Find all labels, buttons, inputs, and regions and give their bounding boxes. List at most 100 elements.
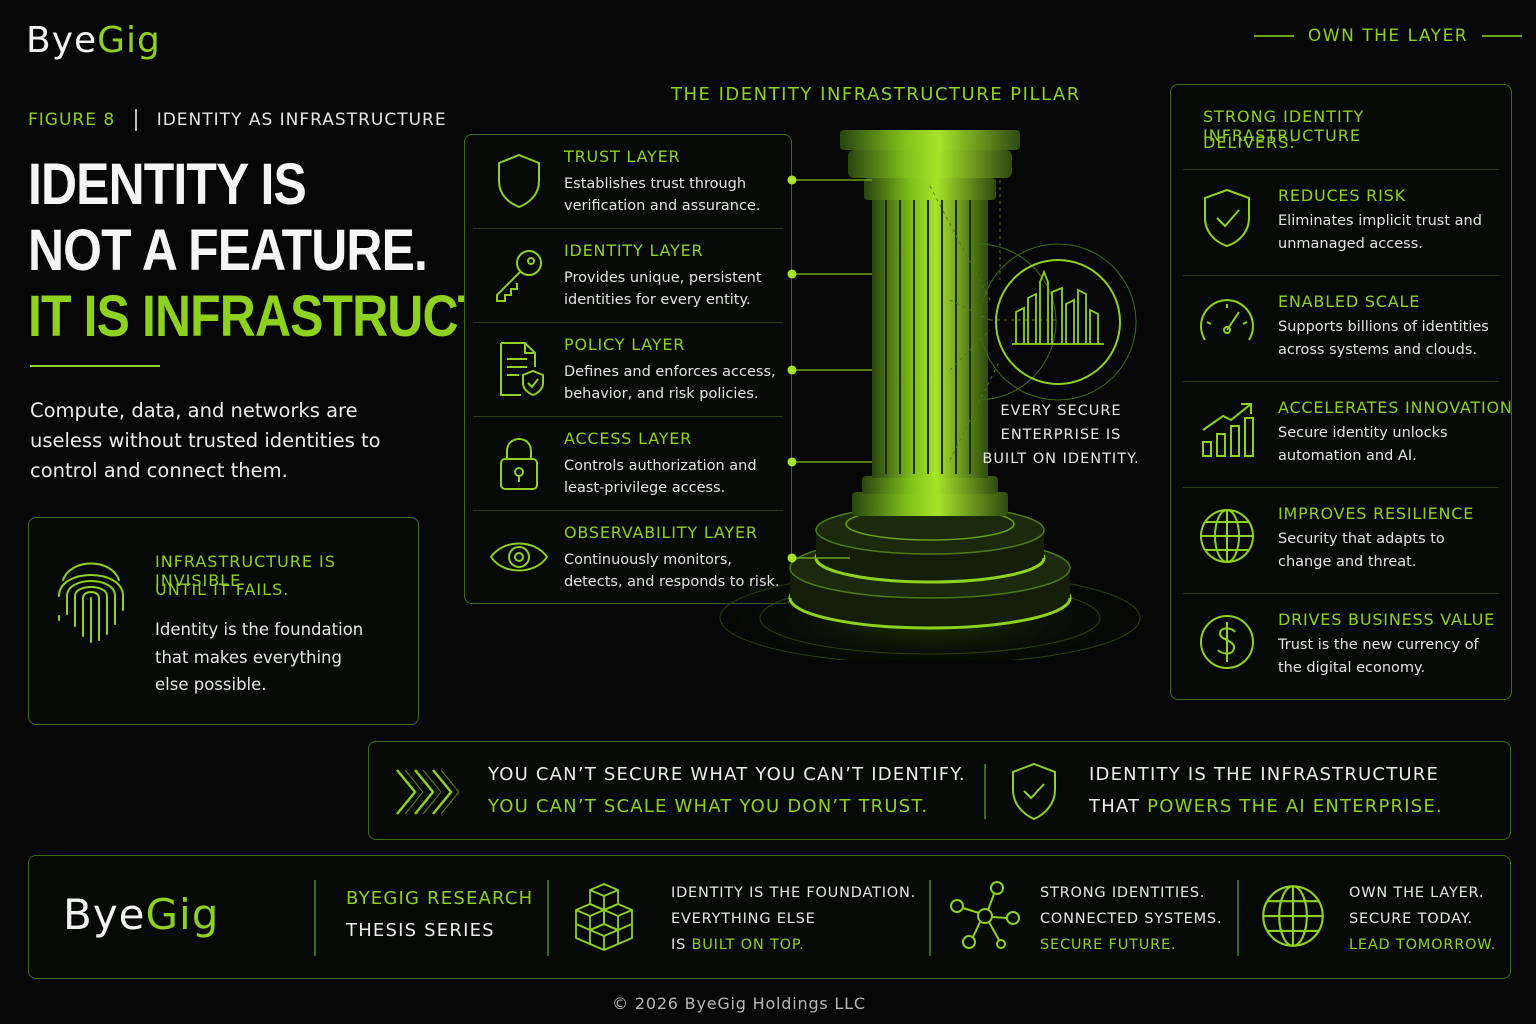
benefits-title-line1: STRONG IDENTITY INFRASTRUCTURE [1203,107,1365,145]
layer-desc: Provides unique, persistent identities f… [564,270,762,308]
benefit-enabled-scale: ENABLED SCALE Supports billions of ident… [1183,275,1499,381]
banner-right-accent: POWERS THE AI ENTERPRISE. [1147,796,1443,817]
layer-trust: TRUST LAYER Establishes trust through ve… [473,135,783,229]
caption-line3: BUILT ON IDENTITY. [982,451,1140,467]
footer-col1-line3: IS BUILT ON TOP. [671,932,916,958]
logo-accent-text: Gig [97,20,161,61]
layer-observability: OBSERVABILITY LAYER Continuously monitor… [473,511,783,605]
dollar-icon [1195,610,1259,674]
growth-chart-icon [1195,398,1259,462]
chevrons-icon [393,764,465,820]
benefit-title: ACCELERATES INNOVATION [1278,398,1513,417]
callout-title-line1: INFRASTRUCTURE IS INVISIBLE [155,552,336,590]
figure-number: FIGURE 8 [28,110,116,130]
headline-line1: IDENTITY IS [28,152,307,217]
footer-col1-line2: EVERYTHING ELSE [671,911,816,927]
footer-col3-line2: SECURE TODAY. [1349,911,1473,927]
copyright: © 2026 ByeGig Holdings LLC [612,994,866,1013]
gauge-icon [1195,292,1259,356]
pillar-illustration [700,120,1160,660]
caption-line2: ENTERPRISE IS [1000,427,1122,443]
banner-panel: YOU CAN’T SECURE WHAT YOU CAN’T IDENTIFY… [368,741,1511,840]
footer-col1: IDENTITY IS THE FOUNDATION. EVERYTHING E… [671,880,916,958]
eye-icon [487,525,551,589]
globe-icon [1259,882,1327,950]
brand-logo: ByeGig [26,20,161,61]
footer-col3-line1: OWN THE LAYER. [1349,885,1485,901]
banner-left-line2: YOU CAN’T SCALE WHAT YOU DON’T TRUST. [488,796,929,817]
footer-col2-line3: SECURE FUTURE. [1040,937,1177,953]
layer-title: ACCESS LAYER [564,429,693,448]
callout-body: Identity is the foundation that makes ev… [155,620,364,694]
benefit-title: IMPROVES RESILIENCE [1278,504,1475,523]
footer-col3: OWN THE LAYER. SECURE TODAY. LEAD TOMORR… [1349,880,1496,958]
benefit-desc: Secure identity unlocks automation and A… [1278,425,1448,464]
footer-col1-accent: BUILT ON TOP. [691,937,805,953]
benefit-desc: Eliminates implicit trust and unmanaged … [1278,213,1482,252]
footer-logo-accent: Gig [145,890,220,939]
callout-panel: INFRASTRUCTURE IS INVISIBLE UNTIL IT FAI… [28,517,419,725]
banner-right-line1: IDENTITY IS THE INFRASTRUCTURE [1089,764,1440,785]
key-icon [487,243,551,307]
benefit-title: REDUCES RISK [1278,186,1406,205]
banner-right-line2: THAT POWERS THE AI ENTERPRISE. [1089,796,1443,817]
layer-identity: IDENTITY LAYER Provides unique, persiste… [473,229,783,323]
series-line2: THESIS SERIES [346,920,495,941]
benefits-title-line2: DELIVERS: [1203,133,1296,152]
policy-document-icon [487,337,551,401]
footer-logo: ByeGig [63,890,219,939]
layer-title: TRUST LAYER [564,147,681,166]
tagline-text: OWN THE LAYER [1307,26,1469,46]
layer-desc: Controls authorization and least-privile… [564,458,757,496]
shield-check-icon [1195,186,1259,250]
figure-label: FIGURE 8 IDENTITY AS INFRASTRUCTURE [28,108,447,132]
benefit-title: DRIVES BUSINESS VALUE [1278,610,1496,629]
footer-col2-line2: CONNECTED SYSTEMS. [1040,911,1223,927]
caption-line1: EVERY SECURE [1000,403,1122,419]
blocks-icon [572,880,636,954]
shield-check-icon [1007,762,1061,822]
footer-panel: ByeGig BYEGIG RESEARCH THESIS SERIES IDE… [28,855,1511,979]
benefit-desc: Supports billions of identities across s… [1278,319,1489,358]
benefits-panel: STRONG IDENTITY INFRASTRUCTURE DELIVERS:… [1170,84,1512,700]
network-icon [947,878,1023,954]
layer-access: ACCESS LAYER Controls authorization and … [473,417,783,511]
lede-text: Compute, data, and networks are useless … [30,399,381,482]
city-icon [978,242,1138,402]
pillar-title: THE IDENTITY INFRASTRUCTURE PILLAR [671,84,1081,105]
benefit-title: ENABLED SCALE [1278,292,1421,311]
lock-icon [487,431,551,495]
benefit-desc: Trust is the new currency of the digital… [1278,637,1479,676]
layer-title: OBSERVABILITY LAYER [564,523,758,542]
figure-title: IDENTITY AS INFRASTRUCTURE [156,110,447,130]
footer-logo-main: Bye [63,890,146,939]
benefit-desc: Security that adapts to change and threa… [1278,531,1445,570]
globe-icon [1195,504,1259,568]
layers-panel: TRUST LAYER Establishes trust through ve… [464,134,792,604]
layer-title: POLICY LAYER [564,335,686,354]
benefit-accelerates-innovation: ACCELERATES INNOVATION Secure identity u… [1183,381,1512,487]
layer-desc: Continuously monitors, detects, and resp… [564,552,780,590]
footer-col2: STRONG IDENTITIES. CONNECTED SYSTEMS. SE… [1040,880,1222,958]
tagline: OWN THE LAYER [1254,24,1523,48]
headline-divider [30,365,160,367]
benefit-drives-business-value: DRIVES BUSINESS VALUE Trust is the new c… [1183,593,1499,699]
benefit-improves-resilience: IMPROVES RESILIENCE Security that adapts… [1183,487,1499,593]
series-line1: BYEGIG RESEARCH [346,888,534,909]
layer-desc: Establishes trust through verification a… [564,176,761,214]
logo-main-text: Bye [26,20,98,61]
layer-desc: Defines and enforces access, behavior, a… [564,364,776,402]
fingerprint-icon [51,550,131,646]
layer-policy: POLICY LAYER Defines and enforces access… [473,323,783,417]
banner-right-prefix: THAT [1089,796,1148,817]
headline-line2: NOT A FEATURE. [28,218,428,283]
footer-col3-line3: LEAD TOMORROW. [1349,937,1497,953]
footer-col2-line1: STRONG IDENTITIES. [1040,885,1206,901]
footer-col1-line1: IDENTITY IS THE FOUNDATION. [671,885,917,901]
shield-icon [487,149,551,213]
banner-left-line1: YOU CAN’T SECURE WHAT YOU CAN’T IDENTIFY… [488,764,966,785]
callout-title-line2: UNTIL IT FAILS. [155,580,290,599]
layer-title: IDENTITY LAYER [564,241,704,260]
benefit-reduces-risk: REDUCES RISK Eliminates implicit trust a… [1183,169,1499,275]
footer-col1-prefix: IS [671,937,692,953]
